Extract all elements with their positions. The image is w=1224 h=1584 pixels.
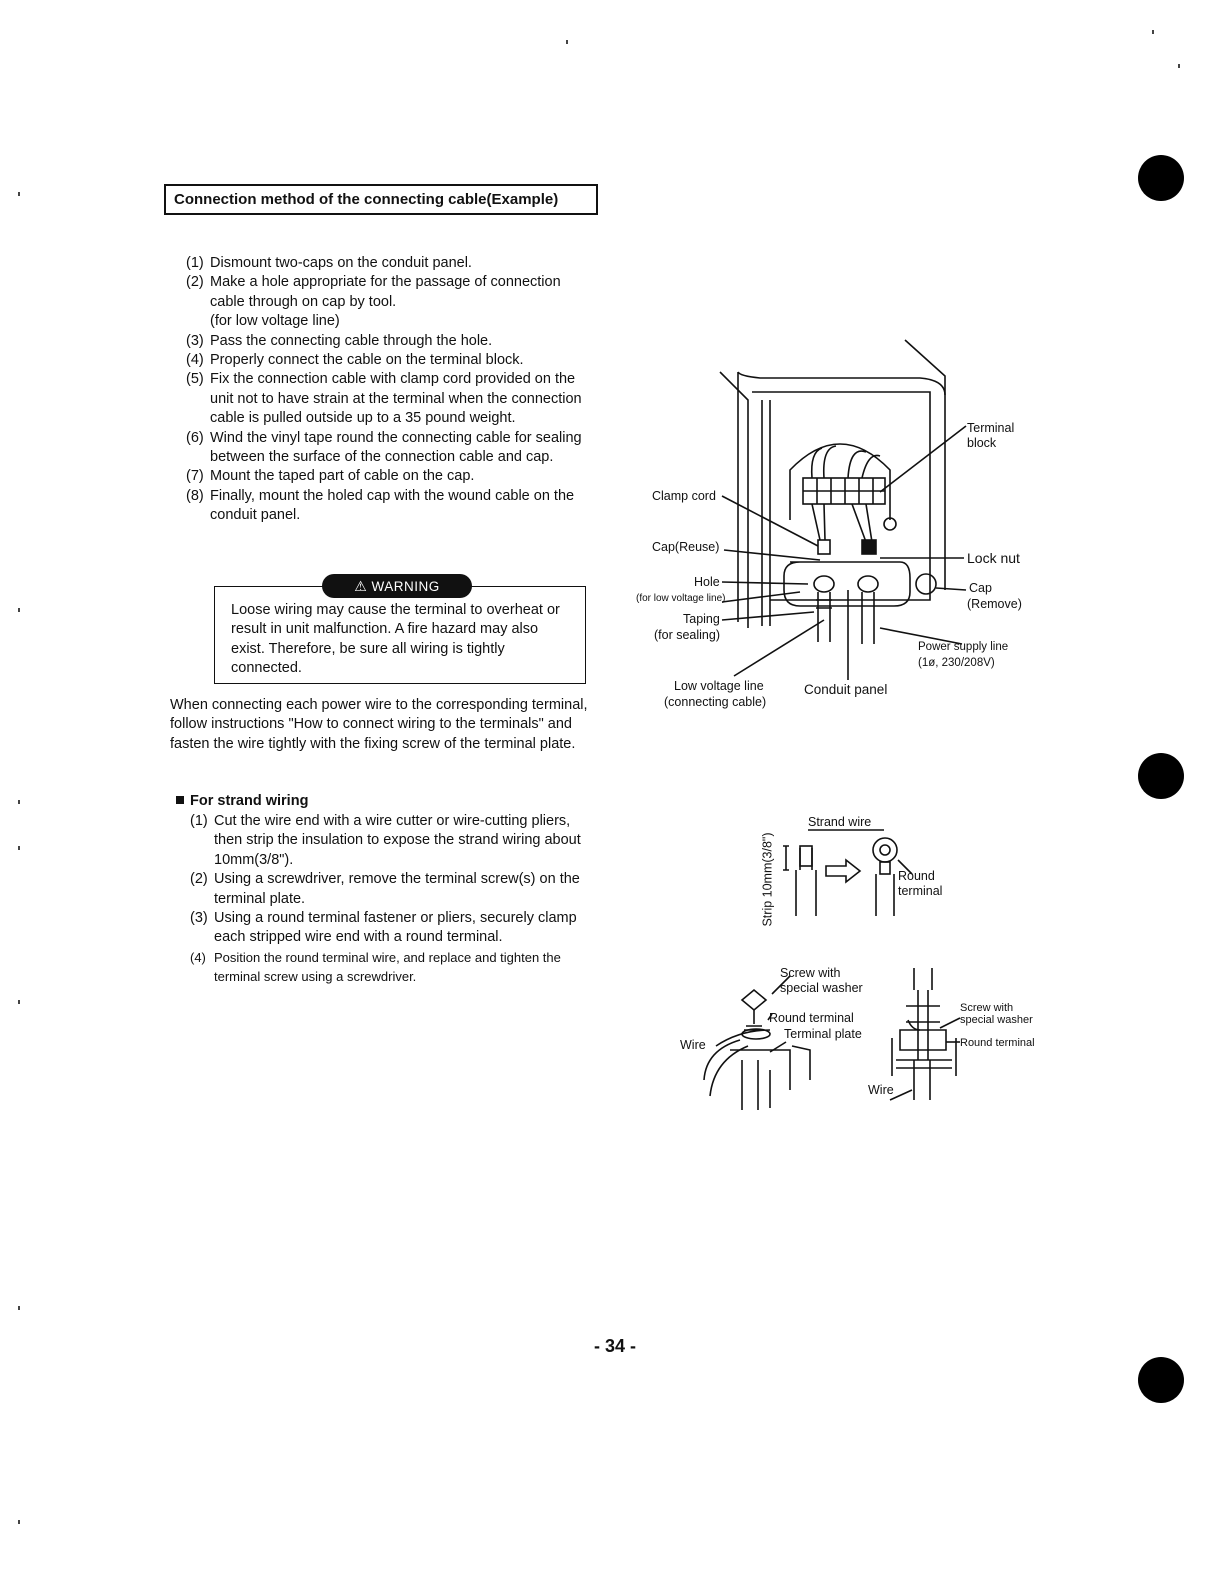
list-item: (4)Properly connect the cable on the ter… [186, 352, 524, 369]
label-cap-reuse: Cap(Reuse) [652, 540, 720, 554]
label-conduit-panel: Conduit panel [804, 682, 888, 697]
warning-triangle-icon: ⚠ [354, 578, 368, 594]
scan-speck [18, 608, 20, 612]
scan-speck [1152, 30, 1154, 34]
connection-steps: (1)Dismount two-caps on the conduit pane… [186, 254, 596, 526]
list-item: (5)Fix the connection cable with clamp c… [186, 371, 582, 427]
label-wire-b: Wire [868, 1083, 894, 1097]
list-item: (4)Position the round terminal wire, and… [190, 949, 561, 985]
label-round-terminal-a: Round terminal [769, 1011, 854, 1025]
label-taping-note: (for sealing) [654, 628, 720, 642]
list-item: (6)Wind the vinyl tape round the connect… [186, 429, 582, 466]
label-clamp-cord: Clamp cord [652, 489, 716, 503]
punch-hole [1138, 1357, 1184, 1403]
label-power-supply-note: (1ø, 230/208V) [918, 657, 995, 669]
list-item: (2)Using a screwdriver, remove the termi… [190, 871, 580, 907]
label-hole-note: (for low voltage line) [636, 593, 726, 604]
label-low-voltage-note: (connecting cable) [664, 695, 767, 709]
scan-speck [1178, 64, 1180, 68]
label-strand-wire: Strand wire [808, 815, 872, 829]
punch-hole [1138, 753, 1184, 799]
scan-speck [18, 1000, 20, 1004]
list-item: (8)Finally, mount the holed cap with the… [186, 487, 575, 524]
warning-label: WARNING [371, 579, 440, 594]
label-screw-special-washer: Screw with special washer [780, 966, 863, 995]
punch-hole [1138, 155, 1184, 201]
square-bullet-icon [176, 796, 184, 804]
list-item: (7)Mount the taped part of cable on the … [186, 468, 475, 485]
label-taping: Taping [683, 612, 720, 626]
warning-box: Loose wiring may cause the terminal to o… [214, 586, 586, 684]
list-item: (3)Pass the connecting cable through the… [186, 332, 493, 349]
scan-speck [566, 40, 568, 44]
conduit-panel-diagram [719, 339, 967, 680]
list-item: (1)Dismount two-caps on the conduit pane… [186, 255, 472, 271]
label-hole: Hole [694, 575, 720, 589]
label-power-supply: Power supply line [918, 641, 1009, 653]
label-cap: Cap [969, 581, 992, 595]
section-title: Connection method of the connecting cabl… [164, 184, 598, 215]
strand-steps: (1)Cut the wire end with a wire cutter o… [190, 812, 600, 987]
label-terminal-block: Terminal block [967, 421, 1015, 450]
list-item: (3)Using a round terminal fastener or pl… [190, 910, 577, 946]
scan-speck [18, 192, 20, 196]
page-number: - 34 - [593, 1336, 636, 1356]
label-cap-note: (Remove) [967, 597, 1022, 611]
label-round-terminal: Round terminal [898, 869, 943, 898]
scan-speck [18, 800, 20, 804]
label-strip-length: Strip 10mm(3/8") [760, 832, 775, 927]
scan-speck [18, 846, 20, 850]
label-screw-special-washer-b: Screw with special washer [960, 1002, 1033, 1026]
label-terminal-plate: Terminal plate [784, 1027, 862, 1041]
warning-text: Loose wiring may cause the terminal to o… [231, 602, 560, 677]
connect-paragraph: When connecting each power wire to the c… [170, 697, 588, 752]
list-item: (2)Make a hole appropriate for the passa… [186, 273, 596, 331]
scan-speck [18, 1306, 20, 1310]
label-low-voltage: Low voltage line [674, 679, 764, 693]
label-wire-a: Wire [680, 1038, 706, 1052]
strand-heading: For strand wiring [176, 793, 308, 809]
label-round-terminal-b: Round terminal [960, 1037, 1035, 1049]
label-lock-nut: Lock nut [967, 550, 1020, 566]
list-item: (1)Cut the wire end with a wire cutter o… [190, 813, 581, 868]
warning-badge: ⚠ WARNING [322, 574, 472, 598]
scan-speck [18, 1520, 20, 1524]
terminal-screw-diagram [703, 968, 961, 1110]
step-note: (for low voltage line) [210, 313, 340, 330]
strand-wire-diagram [783, 829, 913, 916]
